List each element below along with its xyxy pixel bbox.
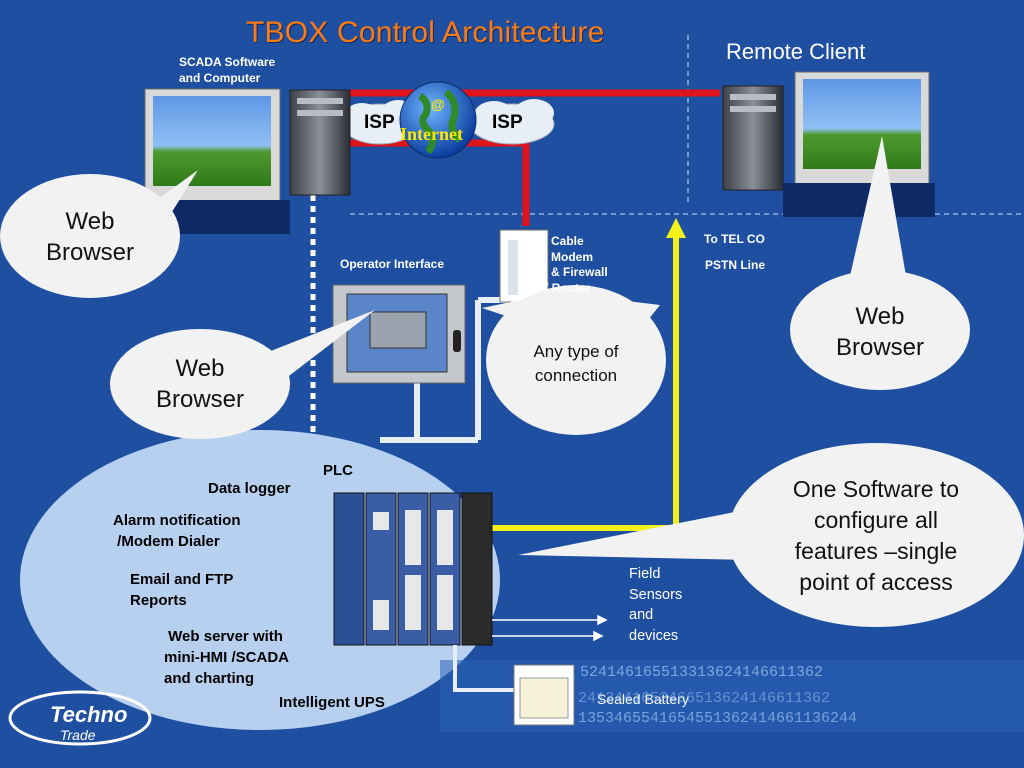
bubble-any-connection-text: Any type of connection [506, 340, 646, 388]
bubble-software-line1: One Software to [792, 476, 960, 502]
field-sensors-line1: Field [629, 566, 661, 582]
tel-co-label: To TEL CO [704, 232, 765, 246]
decor-digits-1: 524146165513313624146611362 [580, 664, 824, 681]
internet-label: Internet [400, 124, 463, 144]
pstn-arrow [666, 218, 686, 238]
logo-trade-text: Trade [60, 727, 96, 743]
bubble-web-browser-left-text: Web Browser [20, 206, 160, 268]
bubble-any-connection [482, 285, 666, 435]
bubble-right-line1: Web [855, 303, 905, 330]
logo-techno-text: Techno [50, 702, 127, 727]
feature-alarm: Alarm notification /Modem Dialer [113, 510, 241, 552]
plc-rack-icon [333, 492, 493, 646]
bubble-middle-line1: Web [175, 355, 225, 382]
field-sensors-line4: devices [629, 627, 679, 644]
remote-client-label: Remote Client [726, 39, 866, 64]
bubble-web-browser-left [0, 170, 198, 298]
bubble-one-software [518, 443, 1024, 627]
internet-at-label: @ [431, 96, 445, 112]
bubble-web-browser-right [790, 136, 970, 390]
cable-modem-line2: Modem [551, 249, 593, 264]
field-sensors-label: Field Sensors and devices [629, 564, 682, 646]
isp-cloud-right [469, 99, 555, 145]
remote-tower-icon [722, 85, 784, 191]
cable-modem-line4: / Router [545, 280, 591, 295]
techno-trade-logo: Techno Trade [8, 690, 152, 746]
bubble-right-line2: Browser [835, 334, 925, 361]
cable-modem-line3: & Firewall [551, 265, 608, 279]
ups-link [453, 645, 514, 692]
feature-email-line1: Email and FTP [130, 571, 234, 588]
decor-digits-2: 2412441652466513624146611362 [578, 690, 831, 707]
feature-alarm-line2: /Modem Dialer [113, 533, 220, 550]
cable-modem-label: Cable Modem & Firewall / Router [545, 234, 608, 296]
bubble-one-software-text: One Software to configure all features –… [746, 474, 1006, 598]
page-title: TBOX Control Architecture [246, 16, 605, 49]
feature-web-server-line2: mini-HMI /SCADA [164, 649, 289, 666]
sealed-battery-icon [513, 664, 575, 726]
cable-modem-icon [499, 229, 549, 303]
scada-label-line1: SCADA Software [179, 55, 276, 69]
bubble-connection-line2: connection [534, 366, 618, 385]
scada-label: SCADA Software and Computer [179, 54, 275, 86]
bubble-web-browser-middle [110, 310, 375, 439]
pstn-line-label: PSTN Line [705, 258, 766, 272]
scada-tower-icon [289, 89, 351, 196]
remote-monitor-icon [783, 71, 935, 217]
plc-label: PLC [323, 462, 353, 479]
isp-left-label: ISP [364, 112, 395, 133]
bubble-connection-line1: Any type of [533, 342, 619, 361]
operator-interface-label: Operator Interface [340, 257, 445, 271]
feature-email-line2: Reports [130, 592, 187, 609]
feature-email: Email and FTP Reports [130, 569, 233, 611]
bubble-middle-line2: Browser [155, 386, 245, 413]
bubble-left-line1: Web [65, 208, 115, 235]
feature-web-server: Web server with mini-HMI /SCADA and char… [164, 626, 289, 689]
field-sensors-line3: and [629, 607, 654, 623]
decor-digits-3: 1353465541654551362414661136244 [578, 710, 858, 727]
bubble-software-line3: features –single [794, 538, 958, 564]
feature-data-logger: Data logger [208, 480, 291, 497]
field-sensors-line2: Sensors [629, 586, 683, 603]
isp-right-label: ISP [492, 112, 523, 133]
bubble-software-line4: point of access [799, 569, 953, 595]
feature-ups: Intelligent UPS [279, 694, 385, 711]
bubble-left-line2: Browser [45, 239, 135, 266]
scada-label-line2: and Computer [179, 71, 261, 85]
internet-globe-icon [399, 81, 477, 159]
cable-modem-line1: Cable [551, 234, 584, 248]
bubble-web-browser-middle-text: Web Browser [130, 353, 270, 415]
feature-web-server-line3: and charting [164, 670, 255, 687]
bubble-web-browser-right-text: Web Browser [810, 301, 950, 363]
feature-alarm-line1: Alarm notification [113, 512, 241, 529]
field-arrows [492, 614, 608, 642]
bubble-software-line2: configure all [813, 507, 939, 533]
operator-interface-icon [332, 284, 466, 384]
sealed-battery-label: Sealed Battery [597, 691, 689, 707]
feature-web-server-line1: Web server with [164, 628, 283, 645]
